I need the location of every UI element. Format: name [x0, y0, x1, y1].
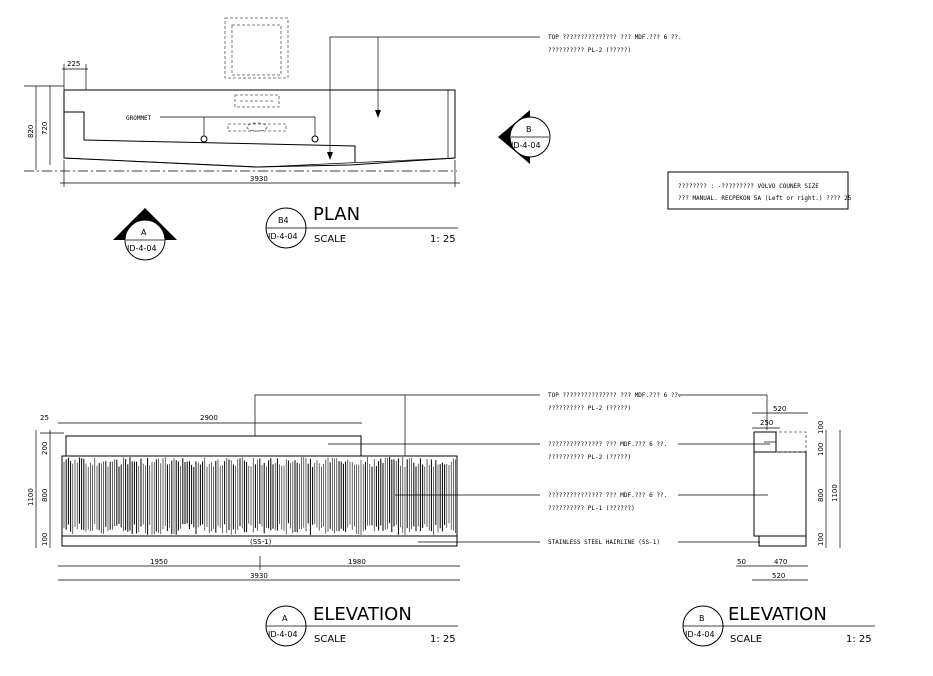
elev-b-dim-800: 800 — [817, 489, 825, 502]
note-2-line2: ?????????? PL-2 (?????) — [548, 454, 631, 461]
plan-monitor — [234, 94, 280, 108]
elev-a-dim-2900: 2900 — [200, 414, 218, 422]
elev-b-title-block: B ID-4-04 ELEVATION SCALE 1: 25 — [682, 604, 875, 647]
elev-a-dim-1980: 1980 — [348, 558, 366, 566]
elev-a-dim-1950: 1950 — [150, 558, 168, 566]
plan-note-leader — [329, 36, 540, 158]
plan-view: GROMMET TOP ??????????????? ??? MDF.??? … — [24, 17, 682, 261]
elev-b-tag-top: B — [699, 614, 705, 623]
elev-a-tag-bottom: ID-4-04 — [268, 630, 298, 639]
elev-a-title: ELEVATION — [313, 604, 412, 625]
elev-b-dim-100-mid: 100 — [817, 443, 825, 456]
plan-keyboard — [227, 123, 287, 132]
plan-note-line1: TOP ??????????????? ??? MDF.??? 6 ??. — [548, 34, 682, 41]
info-line2: ??? MANUAL. RECPEKON 5A (Left or right.)… — [678, 195, 852, 202]
elev-a-base-label: (SS-1) — [250, 538, 272, 546]
plan-tag-top: B4 — [278, 216, 289, 225]
section-marker-b: B ID-4-04 — [498, 110, 551, 164]
elev-a-dim-25: 25 — [40, 414, 49, 422]
plan-scale-label: SCALE — [314, 234, 346, 245]
elev-b-dim-100-top: 100 — [817, 421, 825, 434]
elev-a-tag-top: A — [282, 614, 288, 623]
plan-inner-step — [64, 111, 356, 162]
section-b-ref: ID-4-04 — [511, 141, 541, 150]
elev-a-base — [61, 535, 458, 547]
note-3-line2: ?????????? PL-1 (??????) — [548, 505, 635, 512]
section-marker-a: A ID-4-04 — [113, 208, 177, 261]
section-a-ref: ID-4-04 — [127, 244, 157, 253]
elev-b-dim-50: 50 — [737, 558, 746, 566]
elev-b-top-dashed — [753, 431, 807, 453]
elevation-b-view: 520 250 100 100 800 100 1100 50 470 520 … — [678, 394, 875, 647]
elev-b-base — [758, 535, 807, 547]
elev-b-dim-100-base: 100 — [817, 533, 825, 546]
elev-b-dim-520-top: 520 — [773, 405, 786, 413]
plan-counter-outline — [63, 89, 456, 168]
note-3-line1: ??????????????? ??? MDF.??? 6 ??. — [548, 492, 667, 499]
plan-title: PLAN — [313, 204, 360, 225]
elev-a-scale-value: 1: 25 — [430, 634, 456, 645]
elev-b-scale-label: SCALE — [730, 634, 762, 645]
elev-b-dim-250: 250 — [760, 419, 773, 427]
plan-title-block: B4 ID-4-04 PLAN SCALE 1: 25 — [265, 204, 458, 249]
plan-dim-820: 820 — [27, 125, 35, 138]
plan-dim-225: 225 — [67, 60, 80, 68]
note-1-line1: TOP ??????????????? ??? MDF.??? 6 ??. — [548, 392, 682, 399]
note-2-line1: ??????????????? ??? MDF.??? 6 ??. — [548, 441, 667, 448]
elev-b-dim-1100: 1100 — [831, 484, 839, 502]
elev-b-dim-520-base: 520 — [772, 572, 785, 580]
section-a-letter: A — [141, 228, 147, 237]
elev-a-top-panel — [65, 435, 362, 457]
elev-a-dim-1100: 1100 — [27, 488, 35, 506]
plan-scale-value: 1: 25 — [430, 234, 456, 245]
plan-chair-inner — [231, 24, 282, 76]
info-box: ???????? : -????????? VOLVO COUNER SIZE … — [667, 171, 852, 210]
elev-a-dim-3930: 3930 — [250, 572, 268, 580]
plan-dim-3930: 3930 — [250, 175, 268, 183]
note-1-line2: ?????????? PL-2 (?????) — [548, 405, 631, 412]
elev-b-title: ELEVATION — [728, 604, 827, 625]
plan-front-edge-2 — [259, 157, 456, 168]
plan-tag-bottom: ID-4-04 — [268, 232, 298, 241]
elev-b-dim-470: 470 — [774, 558, 787, 566]
note-4-line1: STAINLESS STEEL HAIRLINE (SS-1) — [548, 539, 660, 546]
elev-a-dim-200: 200 — [41, 442, 49, 455]
plan-note-line2: ?????????? PL-2 (?????) — [548, 47, 631, 54]
elev-b-body — [753, 451, 807, 537]
section-b-letter: B — [526, 125, 532, 134]
info-line1: ???????? : -????????? VOLVO COUNER SIZE — [678, 183, 819, 190]
arrow-icon — [327, 152, 333, 160]
arrow-icon — [375, 110, 381, 118]
elev-b-tag-bottom: ID-4-04 — [685, 630, 715, 639]
plan-front-edge — [63, 157, 261, 168]
grommet-left-icon — [200, 135, 208, 143]
elev-a-dim-100: 100 — [41, 533, 49, 546]
elevation-a-view: (SS-1) 2900 25 1100 200 800 100 1950 198… — [27, 394, 540, 647]
elev-a-hatch — [63, 457, 456, 535]
leader — [254, 394, 540, 436]
elev-a-dim-800: 800 — [41, 489, 49, 502]
plan-chair-outline — [224, 17, 289, 79]
grommet-label: GROMMET — [126, 115, 152, 122]
elev-b-scale-value: 1: 25 — [846, 634, 872, 645]
elev-a-title-block: A ID-4-04 ELEVATION SCALE 1: 25 — [265, 604, 458, 647]
grommet-right-icon — [311, 135, 319, 143]
plan-mouse — [246, 122, 268, 132]
plan-dim-720: 720 — [41, 122, 49, 135]
elev-a-scale-label: SCALE — [314, 634, 346, 645]
elevation-notes: TOP ??????????????? ??? MDF.??? 6 ??. ??… — [548, 392, 682, 546]
